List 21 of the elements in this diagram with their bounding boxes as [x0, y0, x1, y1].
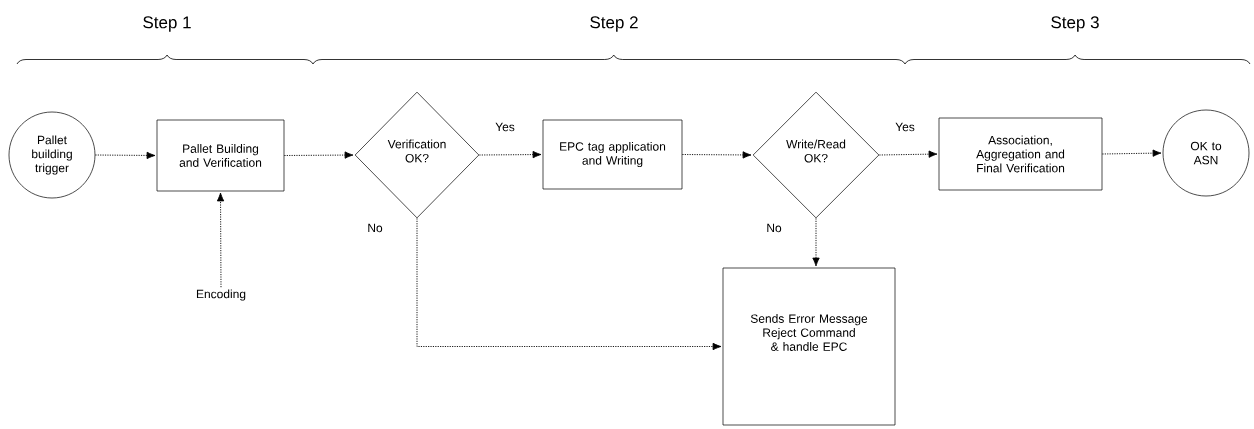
process-box: Pallet Building and Verification — [156, 119, 285, 192]
arrow — [416, 217, 722, 351]
edge-label: Yes — [494, 121, 516, 133]
arrow — [878, 150, 938, 158]
process-box: EPC tag application and Writing — [542, 119, 683, 190]
edge-label: No — [765, 222, 783, 234]
error-box: Sends Error Message Reject Command & handle EPC — [722, 267, 896, 426]
process-box: Association, Aggregation and Final Verification — [938, 117, 1103, 191]
step-heading: Step 3 — [1051, 16, 1099, 32]
input-label: Encoding — [196, 289, 246, 301]
edge-label: No — [366, 222, 384, 234]
step-heading: Step 2 — [590, 16, 638, 32]
arrow — [216, 192, 225, 288]
step-heading: Step 1 — [143, 16, 191, 32]
arrow — [94, 151, 156, 160]
arrow — [478, 150, 542, 159]
arrow — [681, 151, 752, 159]
arrow — [1101, 149, 1162, 157]
arrow — [283, 151, 354, 159]
arrow — [812, 217, 820, 267]
edge-label: Yes — [894, 121, 916, 133]
